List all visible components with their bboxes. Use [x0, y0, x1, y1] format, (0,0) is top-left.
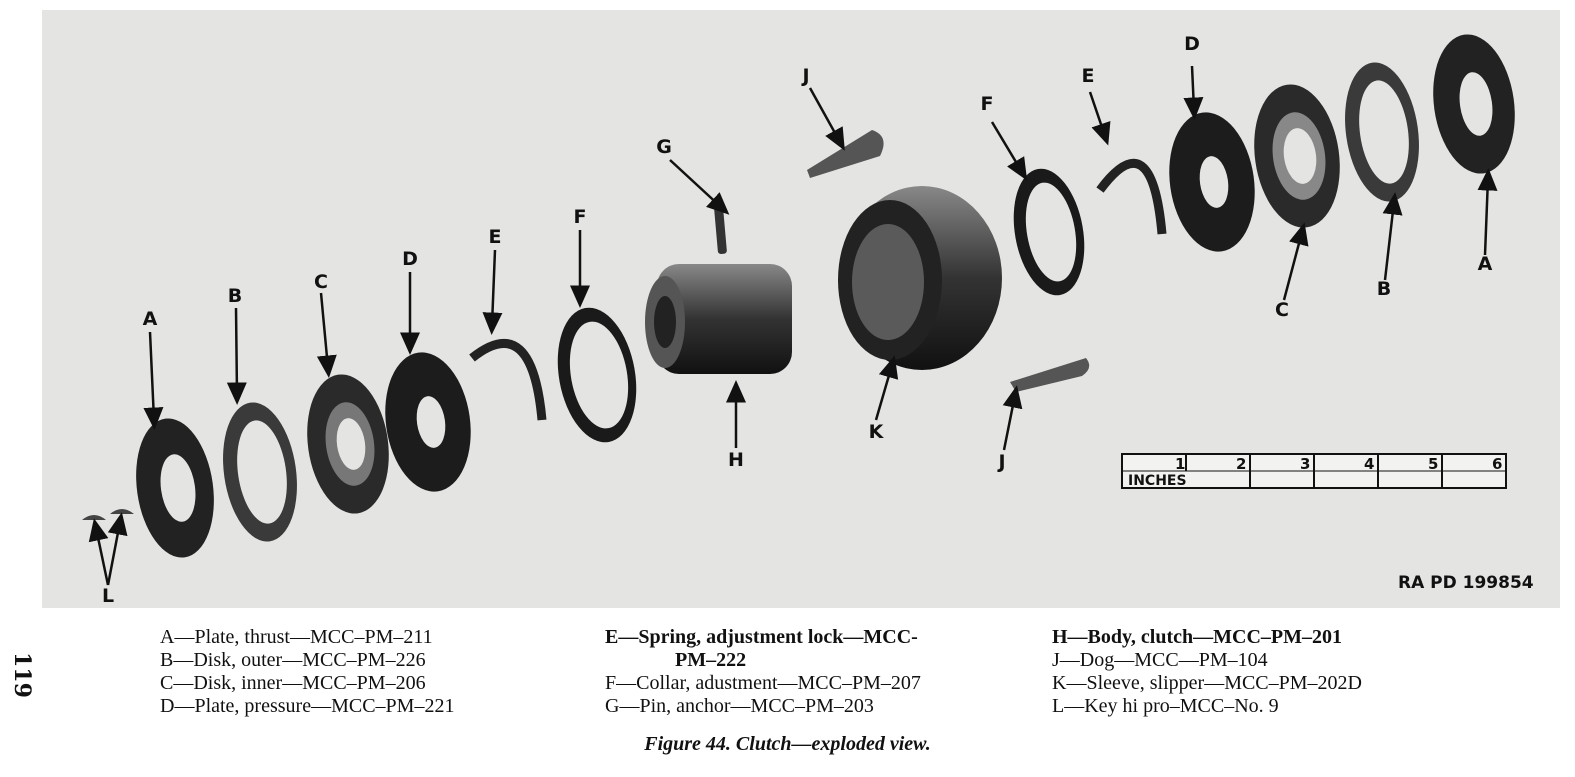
- callout-J-upper: J: [800, 65, 809, 87]
- page-number: 119: [9, 652, 35, 698]
- callout-K: K: [869, 421, 885, 443]
- adjustment-collar-right: [1013, 168, 1085, 296]
- leader-arrows: [88, 65, 1498, 586]
- callout-D-right: D: [1184, 33, 1200, 55]
- exploded-view-photo: A B C D E F G H J K J F E D C B A L 1 2 …: [42, 10, 1560, 608]
- scale-ruler: 1 2 3 4 5 6 INCHES: [1121, 453, 1507, 489]
- negative-id: RA PD 199854: [1398, 573, 1534, 593]
- thrust-plate-left: [136, 418, 214, 558]
- ruler-number-3: 3: [1300, 455, 1310, 473]
- legend-column-2: E—Spring, adjustment lock—MCC- PM–222 F—…: [605, 626, 921, 718]
- legend-item-L: L—Key hi pro–MCC–No. 9: [1052, 695, 1279, 717]
- legend-column-1: A—Plate, thrust—MCC–PM–211 B—Disk, outer…: [160, 626, 454, 718]
- callout-F-left: F: [574, 206, 587, 228]
- callout-H: H: [728, 449, 744, 471]
- legend-item-K: K—Sleeve, slipper—MCC–PM–202D: [1052, 672, 1362, 694]
- legend-item-C: C—Disk, inner—MCC–PM–206: [160, 672, 426, 694]
- dog-lower: [1010, 358, 1090, 392]
- clutch-body: [645, 264, 792, 374]
- lock-spring-right: [1096, 158, 1167, 235]
- callout-J-lower: J: [996, 451, 1005, 473]
- adjustment-collar-left: [557, 307, 637, 443]
- lock-spring-left: [469, 338, 547, 421]
- callout-E-right: E: [1082, 65, 1095, 87]
- anchor-pin: [714, 205, 727, 255]
- callout-C-right: C: [1275, 299, 1289, 321]
- ruler-number-5: 5: [1428, 455, 1438, 473]
- inner-disk-left: [307, 374, 389, 514]
- slipper-sleeve: [838, 186, 1002, 370]
- outer-disk-right: [1345, 62, 1419, 202]
- ruler-number-4: 4: [1364, 455, 1374, 473]
- callout-C-left: C: [314, 271, 328, 293]
- thrust-plate-right: [1433, 34, 1515, 174]
- figure-caption: Figure 44. Clutch—exploded view.: [644, 733, 931, 755]
- legend-column-3: H—Body, clutch—MCC–PM–201 J—Dog—MCC—PM–1…: [1052, 626, 1362, 718]
- legend-item-H: H—Body, clutch—MCC–PM–201: [1052, 626, 1342, 648]
- outer-disk-left: [223, 402, 297, 542]
- ruler-unit-label: INCHES: [1128, 473, 1187, 489]
- pressure-plate-left: [385, 352, 471, 492]
- callout-B-left: B: [228, 285, 242, 307]
- ruler-number-2: 2: [1236, 455, 1246, 473]
- inner-disk-right: [1254, 84, 1340, 228]
- legend-item-D: D—Plate, pressure—MCC–PM–221: [160, 695, 455, 717]
- legend-item-E-continued: PM–222: [675, 649, 747, 671]
- callout-A-left: A: [143, 308, 158, 330]
- legend-item-A: A—Plate, thrust—MCC–PM–211: [160, 626, 433, 648]
- callout-E-left: E: [489, 226, 502, 248]
- callout-G: G: [656, 136, 672, 158]
- callout-L: L: [102, 585, 114, 607]
- legend-item-E: E—Spring, adjustment lock—MCC-: [605, 626, 918, 648]
- legend-item-J: J—Dog—MCC—PM–104: [1052, 649, 1268, 671]
- legend-item-B: B—Disk, outer—MCC–PM–226: [160, 649, 426, 671]
- legend-item-F: F—Collar, adustment—MCC–PM–207: [605, 672, 921, 694]
- callout-A-right: A: [1478, 253, 1493, 275]
- dog-upper: [807, 130, 884, 178]
- callout-D-left: D: [402, 248, 418, 270]
- callout-F-right: F: [981, 93, 994, 115]
- pressure-plate-right: [1169, 112, 1255, 252]
- legend-item-G: G—Pin, anchor—MCC–PM–203: [605, 695, 874, 717]
- ruler-number-6: 6: [1492, 455, 1502, 473]
- callout-B-right: B: [1377, 278, 1391, 300]
- ruler-number-1: 1: [1175, 455, 1185, 473]
